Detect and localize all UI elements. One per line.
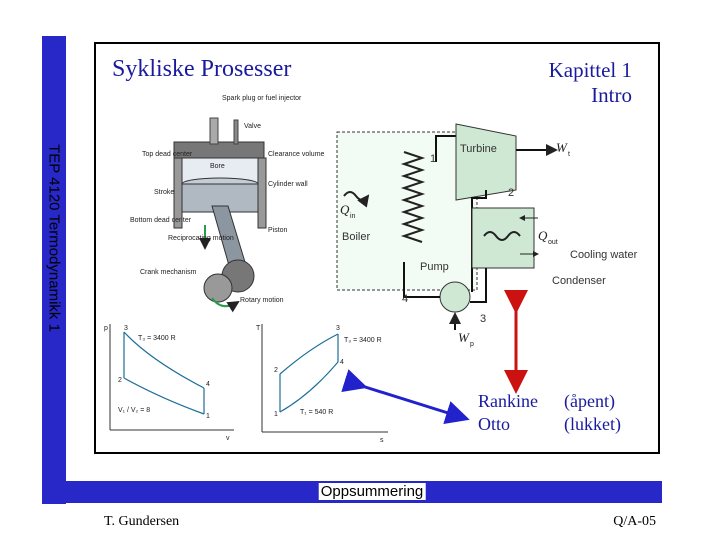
label-rotary-motion: Rotary motion (240, 297, 284, 304)
label-wp: W (458, 330, 470, 345)
arrow-otto-pointer (341, 369, 470, 425)
label-crank-mechanism: Crank mechanism (140, 269, 197, 276)
state-1: 1 (430, 153, 436, 165)
ts-n4: 4 (340, 359, 344, 366)
ts-heat-rejection (279, 361, 339, 413)
legend-otto-name: Otto (478, 413, 511, 434)
side-accent-bar (42, 36, 66, 504)
pump (439, 281, 471, 313)
pv-n2: 2 (118, 377, 122, 384)
ts-n3: 3 (336, 325, 340, 332)
ts-n1: 1 (274, 411, 278, 418)
legend-rankine-name: Rankine (478, 391, 538, 411)
label-qin-sub: in (350, 213, 356, 220)
ts-diagram: T s T₃ = 3400 R T₁ = 540 R 1 2 3 4 (256, 324, 388, 444)
valve-icon (233, 119, 239, 145)
label-top-dead-center: Top dead center (142, 151, 193, 158)
page-number: Q/A-05 (613, 514, 656, 529)
label-turbine: Turbine (460, 143, 497, 155)
label-pump: Pump (420, 261, 449, 273)
label-wt-sub: t (568, 151, 570, 158)
label-clearance-volume: Clearance volume (268, 151, 325, 158)
crank-counterweight (203, 273, 233, 303)
boiler-coil (400, 151, 426, 243)
pv-t3-label: T₃ = 3400 R (138, 335, 176, 342)
turbine (455, 123, 517, 201)
condenser (471, 207, 535, 269)
pv-n1: 1 (206, 413, 210, 420)
condenser-coil (483, 231, 521, 241)
state-3: 3 (480, 313, 486, 325)
legend-row-otto: Otto (lukket) (478, 413, 621, 436)
label-boiler: Boiler (342, 231, 370, 243)
label-qout: Q (538, 228, 548, 243)
label-piston: Piston (268, 227, 288, 234)
line-condenser-pump (470, 268, 487, 303)
pv-diagram: p v T₃ = 3400 R V₁ / V₂ = 8 1 2 3 4 (104, 324, 234, 442)
label-spark-plug: Spark plug or fuel injector (222, 95, 302, 102)
label-wt: W (556, 140, 568, 155)
chapter-label: Kapittel 1 Intro (549, 58, 632, 108)
label-wp-sub: p (470, 341, 474, 348)
state-2: 2 (508, 187, 514, 199)
label-reciprocating-motion: Reciprocating motion (168, 235, 234, 242)
pv-n4: 4 (206, 381, 210, 388)
spark-plug-icon (209, 117, 219, 145)
legend-row-rankine: Rankine (åpent) (478, 390, 621, 413)
ts-heat-addition (279, 333, 339, 375)
ts-t1-label: T₁ = 540 R (300, 409, 333, 416)
state-4: 4 (402, 293, 408, 305)
chapter-line-2: Intro (591, 83, 632, 108)
section-label: Oppsummering (318, 483, 426, 500)
label-cooling-water: Cooling water (570, 249, 638, 261)
cylinder-wall-right (257, 157, 267, 229)
legend-rankine-type: (åpent) (564, 391, 615, 411)
cycle-legend: Rankine (åpent) Otto (lukket) (478, 390, 621, 435)
engine-illustration: Spark plug or fuel injector Valve Top de… (130, 95, 325, 313)
pv-v-label: v (226, 435, 230, 442)
pv-n3: 3 (124, 325, 128, 332)
label-condenser: Condenser (552, 275, 606, 287)
pv-compression-curve (123, 377, 205, 415)
ts-t-label: T (256, 325, 261, 332)
label-valve: Valve (244, 123, 261, 130)
label-cylinder-wall: Cylinder wall (268, 181, 308, 188)
line-pump-boiler (403, 262, 440, 298)
legend-otto-type: (lukket) (564, 413, 621, 434)
pv-p-label: p (104, 325, 108, 332)
ts-n2: 2 (274, 367, 278, 374)
author-label: T. Gundersen (104, 514, 180, 529)
ts-s-label: s (380, 437, 384, 444)
page-title: Sykliske Prosesser (112, 56, 292, 82)
label-bore: Bore (210, 163, 225, 170)
label-stroke: Stroke (154, 189, 174, 196)
line-boiler-turbine (435, 135, 456, 162)
pv-ratio-label: V₁ / V₂ = 8 (118, 407, 150, 414)
label-qout-sub: out (548, 239, 558, 246)
rankine-schematic: Turbine W t Q in Boiler Q out Cooling wa… (336, 123, 638, 348)
ts-t3-label: T₃ = 3400 R (344, 337, 382, 344)
rotary-arrow (211, 297, 240, 313)
qin-arrow (343, 191, 370, 208)
label-qin: Q (340, 202, 350, 217)
pv-expansion-curve (123, 331, 205, 389)
label-bottom-dead-center: Bottom dead center (130, 217, 192, 224)
chapter-line-1: Kapittel 1 (548, 58, 632, 82)
